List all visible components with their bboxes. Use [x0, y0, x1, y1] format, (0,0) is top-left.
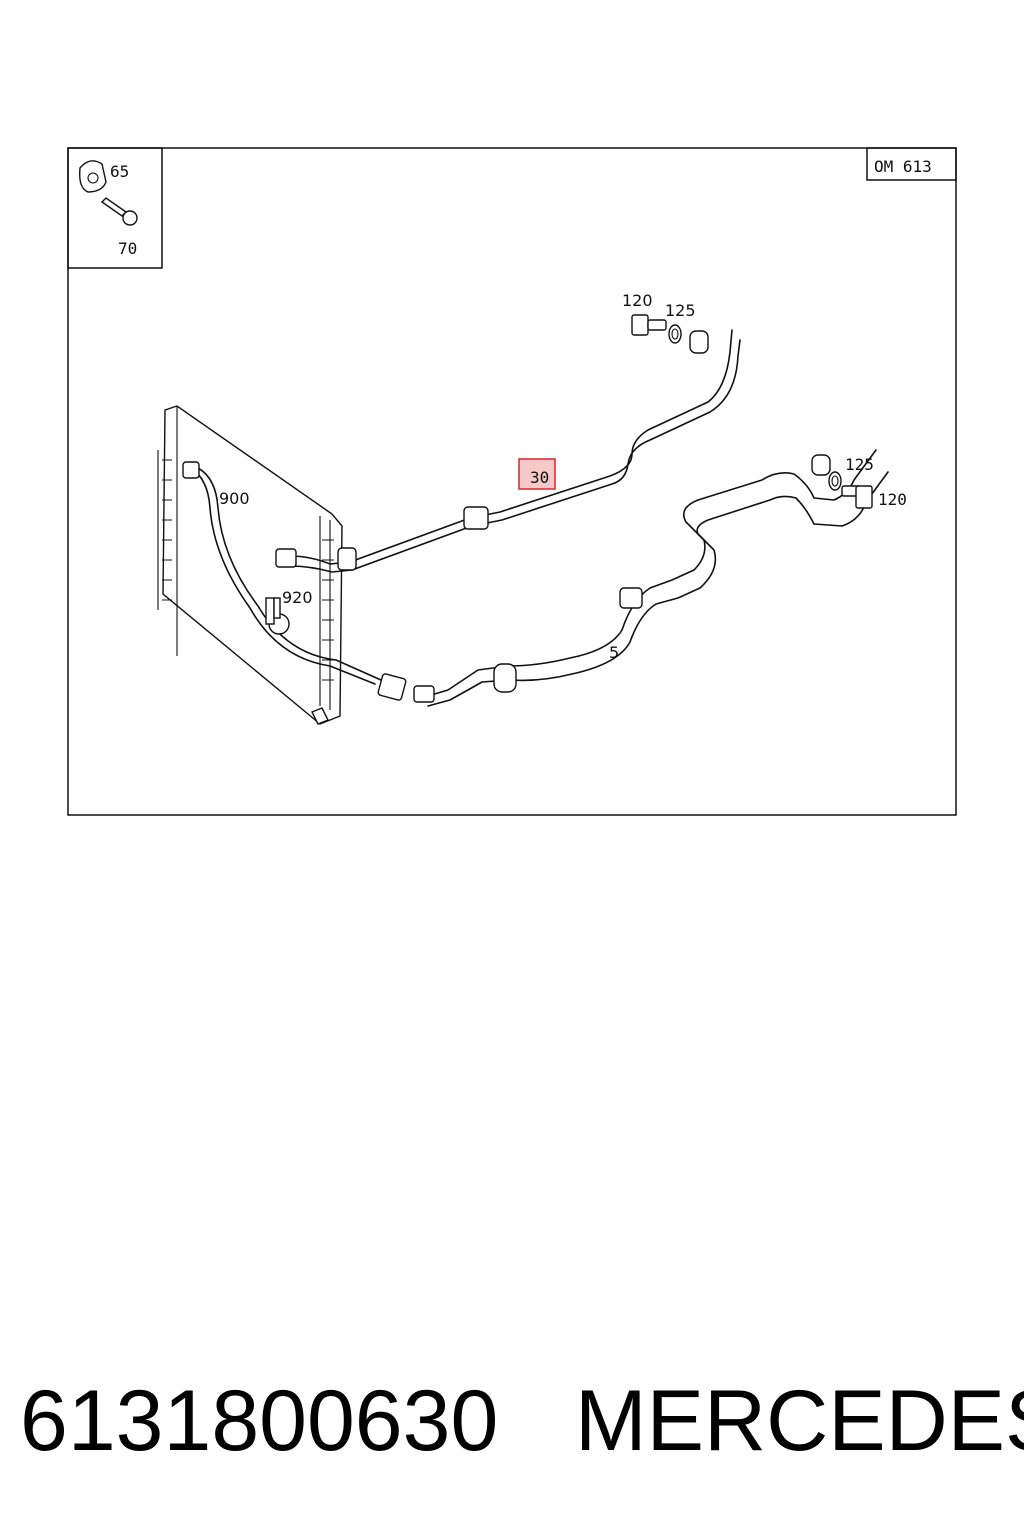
- label-900: 900: [219, 489, 250, 508]
- washer-125-top: [668, 324, 682, 344]
- inset-box: [67, 147, 163, 269]
- clamp-icon: [78, 160, 107, 193]
- engine-code-box: [866, 147, 957, 181]
- parts-diagram: OM 613 65 70 900 920: [67, 147, 957, 816]
- clip-920: [265, 597, 290, 635]
- label-120-right: 120: [878, 490, 907, 509]
- engine-code: OM 613: [874, 157, 932, 176]
- inset-label-65: 65: [110, 162, 129, 181]
- brand-name: MERCEDES: [575, 1373, 1024, 1469]
- label-125-right: 125: [845, 455, 874, 474]
- label-125-top: 125: [665, 301, 696, 320]
- label-5: 5: [609, 643, 619, 662]
- bolt-120-top: [631, 314, 667, 336]
- footer: 6131800630 MERCEDES: [0, 1372, 1024, 1472]
- label-120-top: 120: [622, 291, 653, 310]
- diagram-frame: [67, 147, 957, 816]
- screw-icon: [100, 197, 138, 226]
- line-5: [413, 449, 889, 707]
- line-900: [189, 467, 376, 685]
- highlight-30: [518, 458, 556, 490]
- oil-cooler: [157, 405, 343, 725]
- label-920: 920: [282, 588, 313, 607]
- part-number: 6131800630: [20, 1373, 499, 1469]
- inset-label-70: 70: [118, 239, 137, 258]
- line-30: [275, 329, 741, 573]
- bolt-120-right: [841, 485, 873, 509]
- label-30: 30: [530, 468, 549, 487]
- washer-125-right: [828, 471, 842, 491]
